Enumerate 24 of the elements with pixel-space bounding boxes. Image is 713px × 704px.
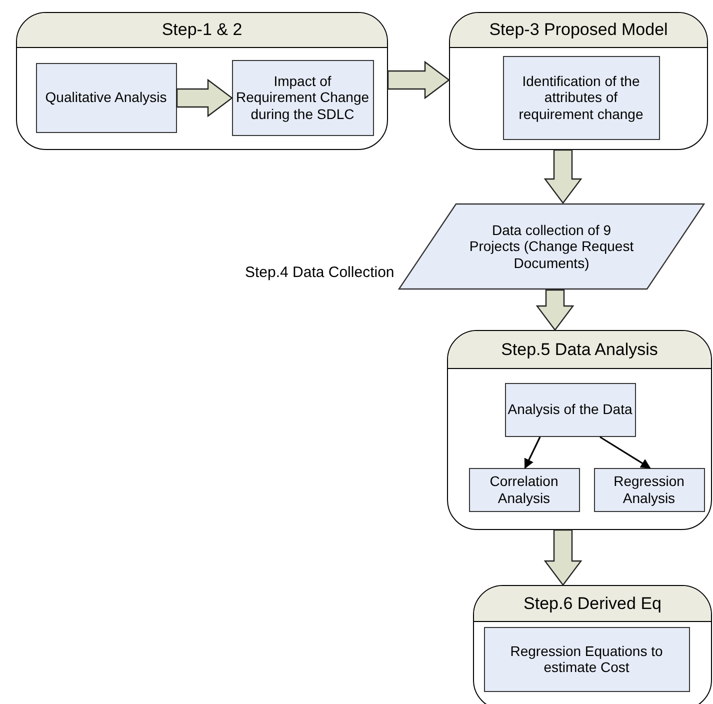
step-heading: Step-3 Proposed Model [450, 13, 707, 48]
step-container [447, 330, 712, 530]
arrow [600, 436, 651, 469]
process-box: Regression Analysis [594, 468, 704, 512]
arrow [524, 436, 541, 469]
process-box: Analysis of the Data [504, 382, 636, 436]
step-container [473, 585, 712, 704]
block-arrow [387, 60, 450, 100]
block-arrow [536, 289, 574, 331]
block-arrow [544, 149, 582, 204]
process-box: Identification of the attributes of requirement change [502, 56, 660, 140]
step-container [449, 12, 708, 150]
process-box: Correlation Analysis [468, 468, 580, 512]
step-container [16, 12, 388, 150]
step-heading: Step-1 & 2 [17, 13, 387, 48]
block-arrow [176, 78, 233, 118]
process-box: Impact of Requirement Change during the SDLC [232, 60, 374, 136]
step-heading: Step.5 Data Analysis [448, 331, 711, 369]
process-box: Regression Equations to estimate Cost [484, 626, 690, 692]
step-label: Step.4 Data Collection [245, 264, 394, 281]
step-heading: Step.6 Derived Eq [474, 586, 711, 622]
process-box: Qualitative Analysis [36, 62, 176, 132]
block-arrow [544, 529, 582, 586]
data-parallelogram: Data collection of 9 Projects (Change Request Documents) [398, 203, 705, 290]
